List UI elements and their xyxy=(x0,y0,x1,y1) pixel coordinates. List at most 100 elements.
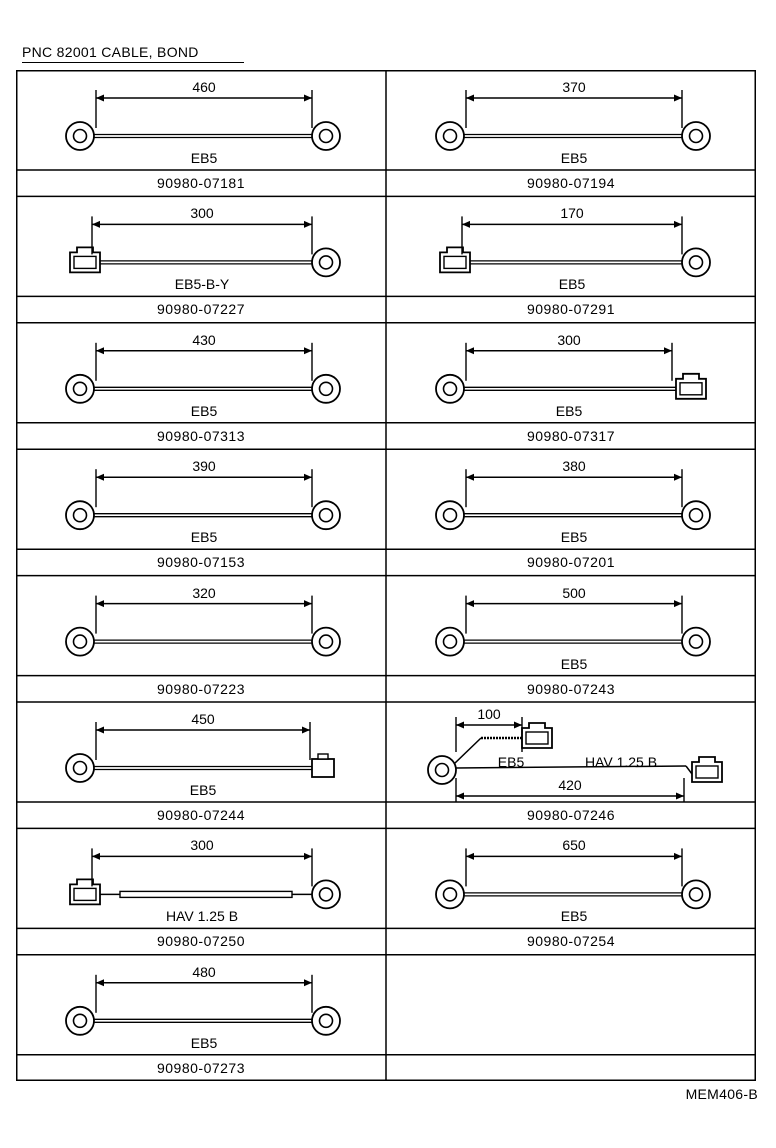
arrowhead-icon xyxy=(466,94,474,102)
wire-label: EB5 xyxy=(189,782,217,798)
connector-inner-icon xyxy=(525,731,549,745)
arrowhead-icon xyxy=(304,94,312,102)
arrowhead-icon xyxy=(674,473,682,481)
ring-hole-icon xyxy=(688,507,704,523)
arrowhead-icon xyxy=(96,94,104,102)
arrowhead-icon xyxy=(466,473,474,481)
connector-inner-icon xyxy=(443,255,467,270)
dimension-value: 380 xyxy=(562,458,586,475)
diagram-canvas xyxy=(16,70,756,1081)
arrowhead-icon xyxy=(304,979,312,987)
ring-hole-icon xyxy=(318,128,334,144)
dimension-value: 460 xyxy=(192,79,216,95)
dimension-value: 370 xyxy=(562,79,586,95)
connector-inner-icon xyxy=(73,255,97,270)
dimension-value: 300 xyxy=(190,837,214,854)
wire-label: HAV 1.25 B xyxy=(584,754,658,770)
arrowhead-icon xyxy=(96,979,104,987)
arrowhead-icon xyxy=(664,347,672,355)
ring-hole-icon xyxy=(72,1013,88,1029)
part-number: 90980-07273 xyxy=(156,1059,246,1076)
dimension-value: 390 xyxy=(192,458,216,475)
connector-icon xyxy=(521,722,553,749)
arrowhead-icon xyxy=(96,347,104,355)
arrowhead-icon xyxy=(304,600,312,608)
dimension-value: 100 xyxy=(477,706,501,722)
plug-tab-icon xyxy=(317,753,329,760)
ring-hole-icon xyxy=(442,128,458,144)
arrowhead-icon xyxy=(466,347,474,355)
wire-label: EB5 xyxy=(190,1034,218,1051)
ring-hole-icon xyxy=(72,507,88,523)
ring-hole-icon xyxy=(688,887,704,902)
part-number: 90980-07317 xyxy=(526,427,616,444)
ring-hole-icon xyxy=(72,128,88,144)
dimension-value: 320 xyxy=(192,584,216,601)
dimension-value: 430 xyxy=(192,331,216,348)
wire-label: EB5 xyxy=(190,402,218,419)
arrowhead-icon xyxy=(674,852,682,860)
wire xyxy=(455,765,687,769)
dimension-value: 420 xyxy=(558,777,582,793)
arrowhead-icon xyxy=(514,721,522,729)
arrowhead-icon xyxy=(304,852,312,860)
arrowhead-icon xyxy=(96,600,104,608)
ring-hole-icon xyxy=(688,128,704,144)
arrowhead-icon xyxy=(674,600,682,608)
arrowhead-icon xyxy=(674,220,682,228)
branch-wire xyxy=(453,737,482,765)
dimension-value: 300 xyxy=(557,331,581,348)
ring-hole-icon xyxy=(72,381,88,397)
ring-hole-icon xyxy=(442,634,458,649)
ring-hole-icon xyxy=(318,887,334,902)
part-number: 90980-07291 xyxy=(526,301,616,318)
arrowhead-icon xyxy=(96,726,104,734)
part-number: 90980-07227 xyxy=(156,301,246,318)
connector-inner-icon xyxy=(695,765,719,779)
wire-label: EB5 xyxy=(190,150,218,166)
connector-inner-icon xyxy=(679,382,703,396)
wire-label: EB5 xyxy=(497,754,525,770)
arrowhead-icon xyxy=(92,852,100,860)
part-number: 90980-07244 xyxy=(156,807,246,823)
part-number: 90980-07181 xyxy=(156,175,246,191)
wire-sleeve xyxy=(119,890,293,899)
plug-terminal-icon xyxy=(311,758,335,778)
dimension-value: 450 xyxy=(191,711,215,727)
ring-hole-icon xyxy=(442,381,458,397)
part-number: 90980-07313 xyxy=(156,427,246,444)
ring-hole-icon xyxy=(318,507,334,523)
arrowhead-icon xyxy=(302,726,310,734)
ring-hole-icon xyxy=(318,1013,334,1029)
part-number: 90980-07223 xyxy=(156,680,246,697)
arrowhead-icon xyxy=(456,792,464,800)
wire-label: EB5-B-Y xyxy=(174,276,230,293)
part-number: 90980-07246 xyxy=(526,807,616,823)
wire-label: EB5 xyxy=(560,150,588,166)
wire-label: EB5 xyxy=(555,402,583,419)
dimension-value: 650 xyxy=(562,837,586,854)
ring-hole-icon xyxy=(688,634,704,649)
part-number: 90980-07250 xyxy=(156,933,246,950)
arrowhead-icon xyxy=(96,473,104,481)
connector-icon xyxy=(675,372,707,400)
arrowhead-icon xyxy=(304,220,312,228)
wire-label: EB5 xyxy=(558,276,586,293)
arrowhead-icon xyxy=(304,473,312,481)
ring-hole-icon xyxy=(442,507,458,523)
ring-hole-icon xyxy=(434,762,450,778)
figure-code: MEM406-B xyxy=(685,1086,758,1102)
ring-hole-icon xyxy=(442,887,458,902)
part-number: 90980-07254 xyxy=(526,933,616,950)
ring-hole-icon xyxy=(688,255,704,270)
connector-inner-icon xyxy=(73,887,97,902)
ring-hole-icon xyxy=(72,760,88,776)
arrowhead-icon xyxy=(92,220,100,228)
wire xyxy=(685,765,693,775)
ring-hole-icon xyxy=(318,634,334,649)
arrowhead-icon xyxy=(304,347,312,355)
arrowhead-icon xyxy=(462,220,470,228)
dimension-value: 300 xyxy=(190,205,214,222)
ring-hole-icon xyxy=(72,634,88,649)
